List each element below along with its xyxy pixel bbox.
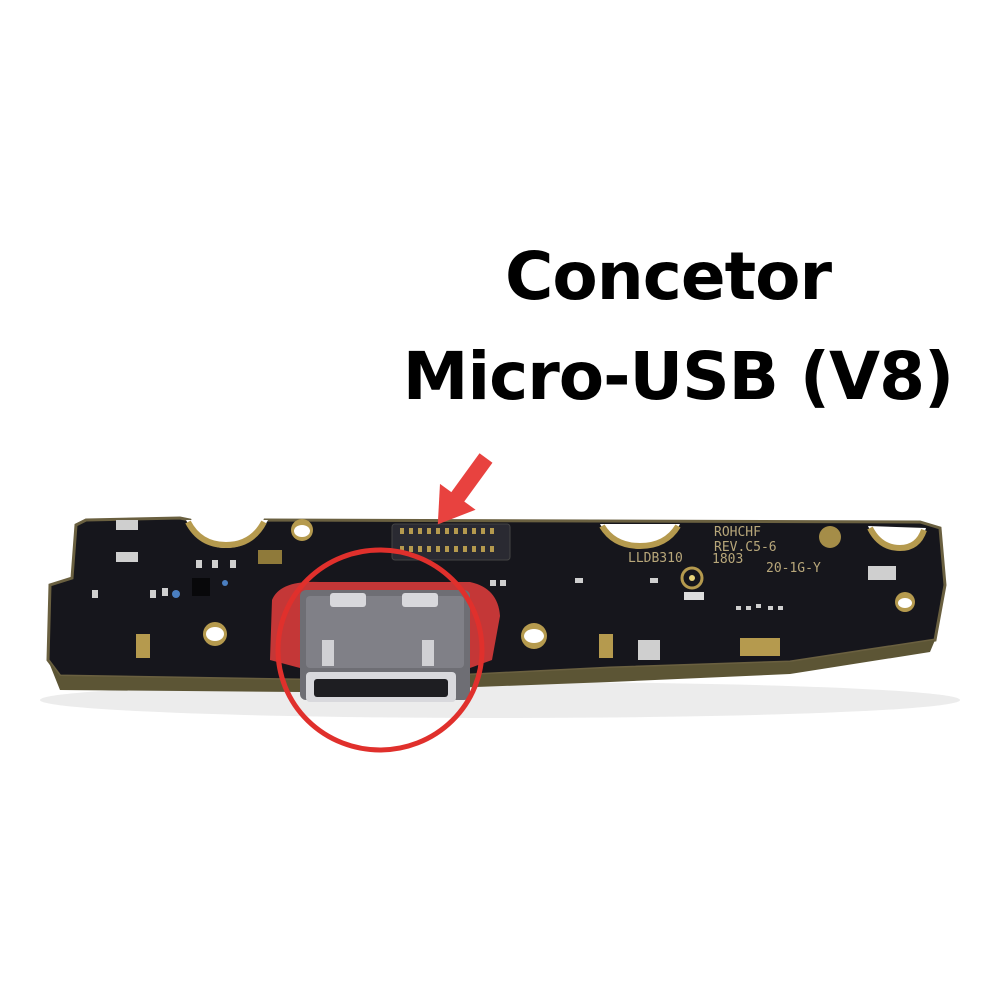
silkscreen-brand: ROHCHF [714,525,761,540]
title-line-2: Micro-USB (V8) [402,338,954,415]
highlight-circle [275,547,485,753]
arrow-icon [437,453,493,525]
silkscreen-model: LLDB310 [628,551,683,566]
title-line-1: Concetor [504,238,832,315]
silkscreen-batch: 20-1G-Y [766,561,821,576]
silkscreen-revision: REV.C5-6 [714,540,777,555]
silkscreen-date-code: 1803 [712,552,743,567]
micro-usb-port [300,590,470,702]
